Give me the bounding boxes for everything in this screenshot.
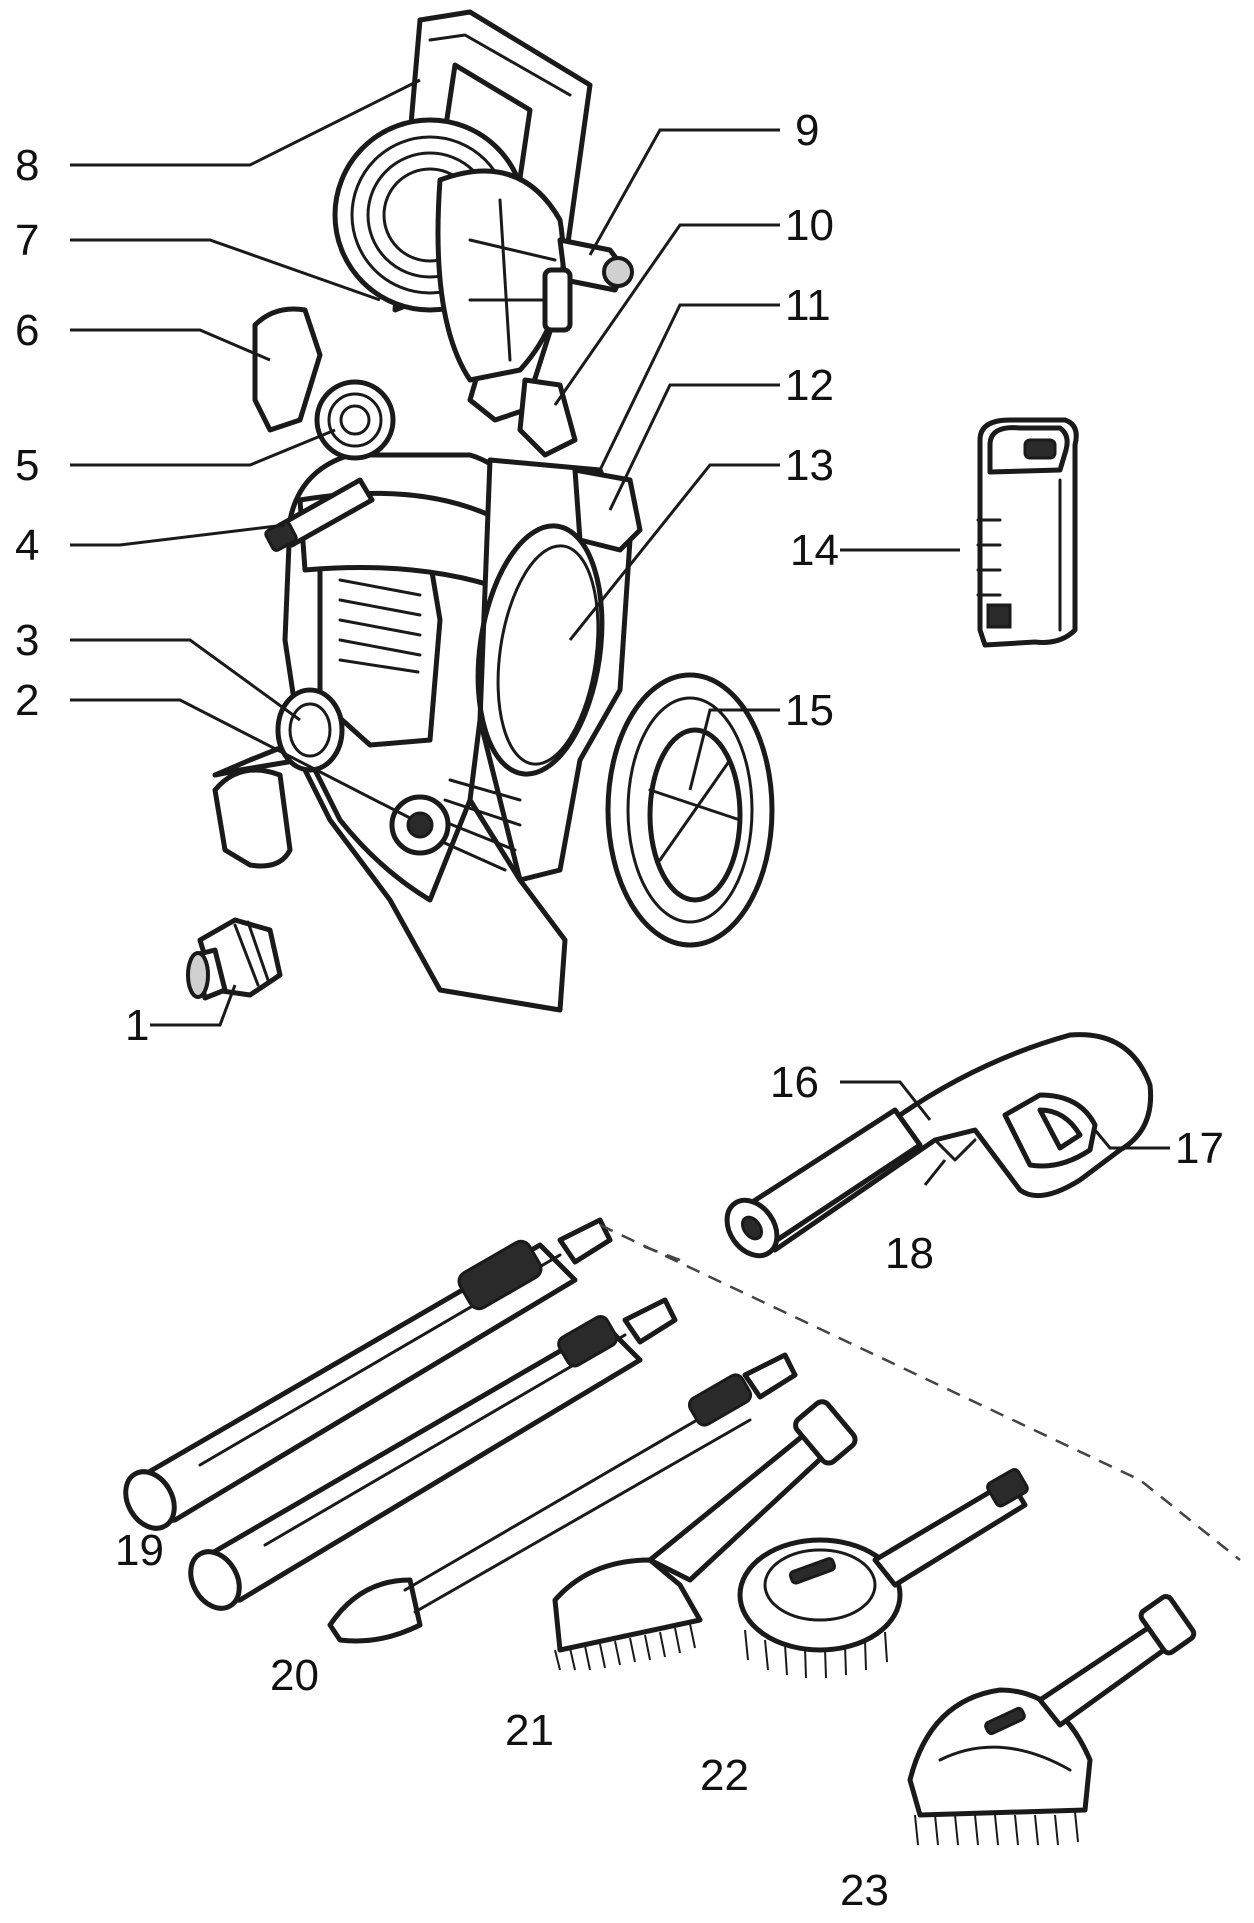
wash-brush xyxy=(552,1399,858,1671)
callout-3: 3 xyxy=(15,616,39,665)
callout-13: 13 xyxy=(785,441,834,490)
surface-brush xyxy=(907,1594,1197,1846)
callout-10: 10 xyxy=(785,201,834,250)
crank-arm xyxy=(542,267,573,333)
callout-12: 12 xyxy=(785,361,834,410)
rotary-wash-brush xyxy=(737,1468,1029,1679)
crank-knob xyxy=(602,256,634,288)
surface-bristles xyxy=(914,1811,1079,1846)
front-foot-pad xyxy=(212,767,293,869)
brush-bristles xyxy=(554,1623,696,1671)
accessory-holder xyxy=(252,306,323,433)
callout-14: 14 xyxy=(790,526,839,575)
hose-guide xyxy=(517,377,578,458)
side-vents xyxy=(436,778,522,872)
rotary-bristles xyxy=(744,1629,888,1679)
pressure-washer-unit xyxy=(212,9,775,1013)
callout-22: 22 xyxy=(700,1751,749,1800)
leader-lines xyxy=(70,78,1170,1186)
device-switch xyxy=(275,687,345,773)
callout-16: 16 xyxy=(770,1058,819,1107)
callout-11: 11 xyxy=(785,281,831,330)
callout-17: 17 xyxy=(1175,1124,1224,1173)
callout-20: 20 xyxy=(270,1651,319,1700)
water-coupling xyxy=(186,917,283,1001)
reel-spokes xyxy=(468,198,557,362)
callout-9: 9 xyxy=(795,106,819,155)
callout-8: 8 xyxy=(15,141,39,190)
gun-trigger xyxy=(1037,1107,1083,1151)
callout-21: 21 xyxy=(505,1706,554,1755)
vent-grille xyxy=(338,578,422,674)
callout-5: 5 xyxy=(15,441,39,490)
accessory-link-line xyxy=(599,1223,1241,1561)
callout-6: 6 xyxy=(15,306,39,355)
bottle-scale xyxy=(976,518,1002,597)
callout-numbers: 8 7 6 5 4 3 2 1 9 10 11 12 13 14 15 16 1… xyxy=(15,106,1224,1915)
detergent-tank xyxy=(572,467,643,553)
trigger-gun xyxy=(724,1032,1154,1259)
callout-4: 4 xyxy=(15,521,39,570)
callout-1: 1 xyxy=(125,1001,149,1050)
detergent-bottle xyxy=(976,417,1079,648)
dirt-blaster xyxy=(327,1352,798,1644)
callout-7: 7 xyxy=(15,216,39,265)
callout-18: 18 xyxy=(885,1229,934,1278)
callout-15: 15 xyxy=(785,686,834,735)
wheel xyxy=(605,672,775,948)
callout-23: 23 xyxy=(840,1866,889,1915)
callout-2: 2 xyxy=(15,676,39,725)
hose-coil xyxy=(475,523,605,777)
callout-19: 19 xyxy=(115,1526,164,1575)
spray-lances xyxy=(123,1217,678,1611)
